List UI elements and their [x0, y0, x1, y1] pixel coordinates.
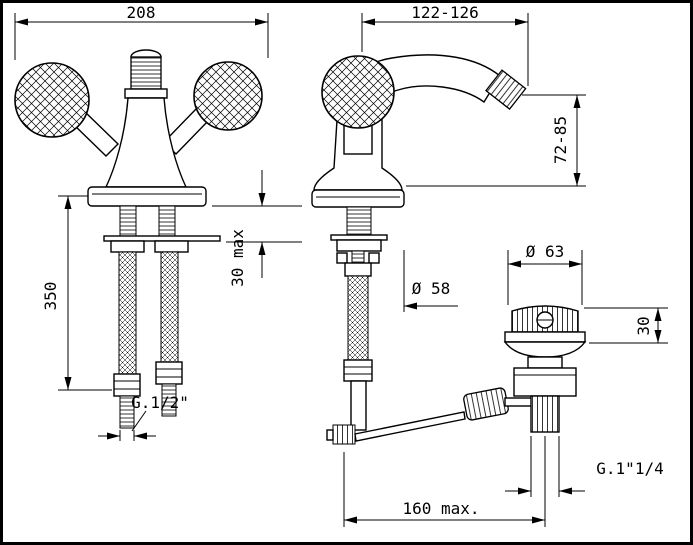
dim-inlet-thread-label: G.1/2" [131, 393, 189, 412]
base-side [311, 189, 405, 208]
dim-rod-reach-label: 160 max. [402, 499, 479, 518]
mounting-hardware-side [330, 206, 388, 277]
flexible-hose-side [343, 275, 373, 431]
waste-neck [527, 356, 563, 369]
flexible-hoses [113, 251, 183, 429]
dim-rod-reach: 160 max. [343, 436, 546, 527]
dim-waste-flange-diameter: Ø 63 [507, 242, 583, 305]
dim-overall-width-label: 208 [127, 3, 156, 22]
dim-hose-length: 350 [41, 195, 112, 391]
dim-spout-height: 72-85 [406, 94, 586, 187]
waste-assembly [503, 305, 587, 433]
base-front [87, 186, 207, 207]
dim-overall-width: 208 [14, 3, 269, 60]
right-crystal-handle [193, 61, 263, 131]
dim-waste-thread: G.1"1/4 [505, 436, 664, 497]
waste-tailpipe [530, 395, 560, 433]
aerator [485, 69, 527, 111]
dim-deck-thickness-label: 30 max [228, 229, 247, 287]
dim-spout-height-label: 72-85 [551, 116, 570, 164]
dim-deck-thickness: 30 max [212, 170, 302, 287]
waste-flange [504, 331, 586, 343]
front-view [14, 49, 263, 429]
crystal-handle-side [321, 55, 395, 129]
dim-depth-range: 122-126 [361, 3, 529, 86]
spout-front [124, 49, 168, 99]
dim-depth-range-label: 122-126 [411, 3, 478, 22]
waste-body [513, 367, 577, 397]
dim-waste-height-label: 30 [634, 316, 653, 335]
dim-base-diameter-label: Ø 58 [412, 279, 451, 298]
dim-waste-thread-label: G.1"1/4 [596, 459, 663, 478]
dim-hose-length-label: 350 [41, 282, 60, 311]
dim-base-diameter: Ø 58 [403, 250, 458, 312]
dim-waste-height: 30 [584, 307, 668, 344]
dim-waste-flange-diameter-label: Ø 63 [526, 242, 565, 261]
left-crystal-handle [14, 62, 90, 138]
dim-inlet-thread: G.1/2" [98, 393, 189, 441]
